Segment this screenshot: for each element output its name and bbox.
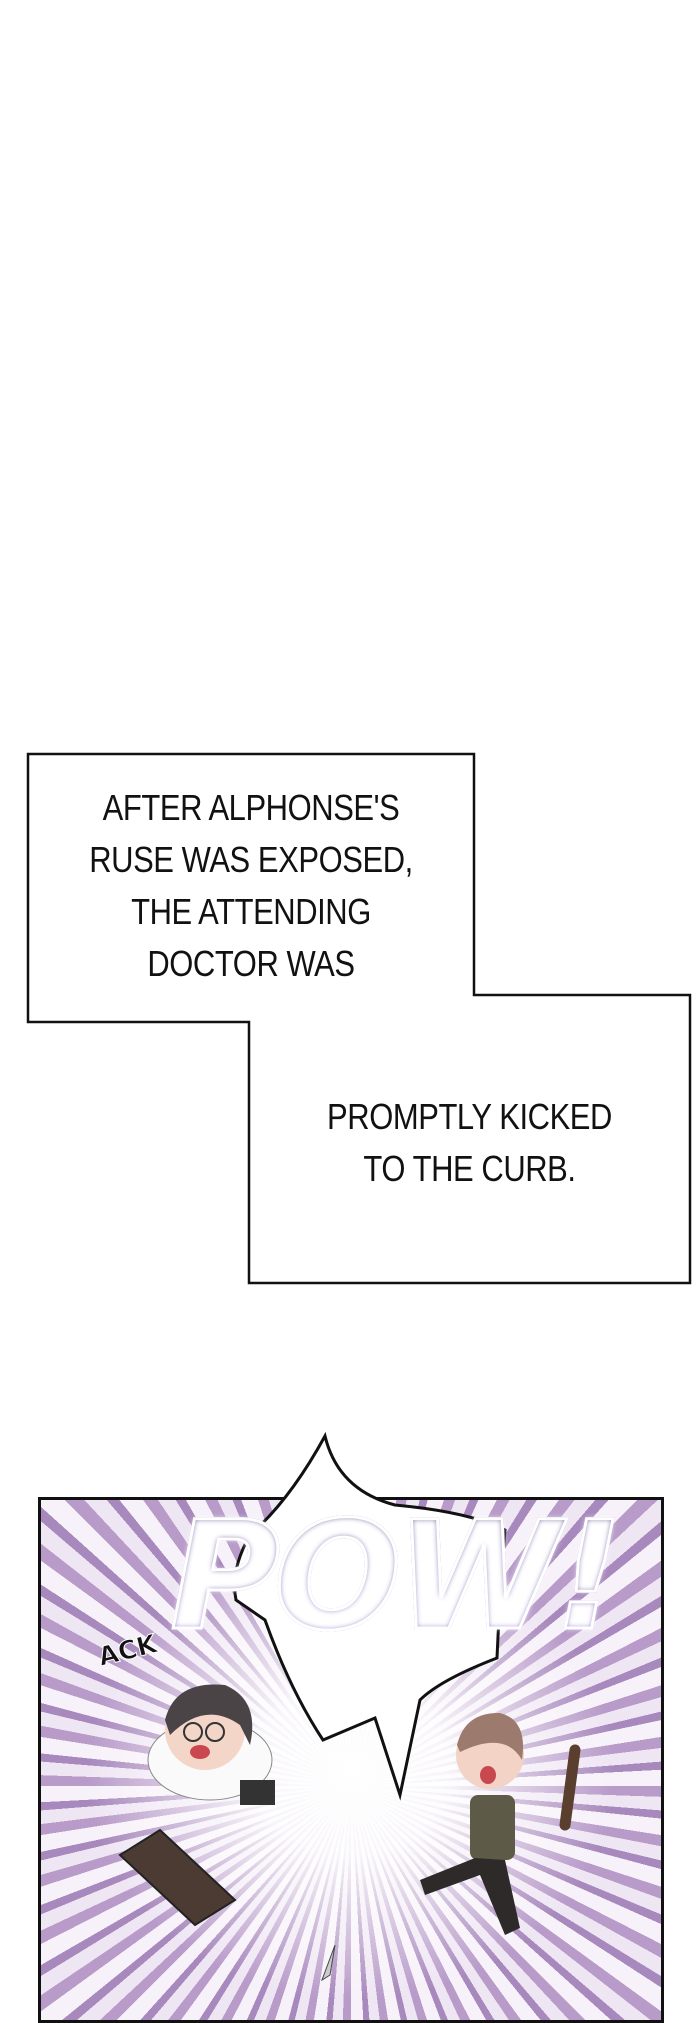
caption-second: PROMPTLY KICKED TO THE CURB. <box>249 1091 690 1195</box>
briefcase <box>118 1828 237 1927</box>
caption-line: PROMPTLY KICKED <box>327 1096 612 1137</box>
caption-line: DOCTOR WAS <box>147 943 355 984</box>
caption-box-frame <box>26 752 692 1285</box>
pow-sound-effect: POW! <box>168 1489 624 1666</box>
caption-boxes <box>26 752 692 1285</box>
caption-line: RUSE WAS EXPOSED, <box>89 839 413 880</box>
caption-first: AFTER ALPHONSE'S RUSE WAS EXPOSED, THE A… <box>28 782 474 990</box>
butler-character <box>420 1712 581 1935</box>
caption-line: AFTER ALPHONSE'S <box>102 787 400 828</box>
broken-shard <box>321 1944 336 1982</box>
caption-line: THE ATTENDING <box>131 891 371 932</box>
speech-bubble <box>233 1431 507 1801</box>
doctor-character <box>147 1684 275 1805</box>
caption-line: TO THE CURB. <box>363 1148 576 1189</box>
